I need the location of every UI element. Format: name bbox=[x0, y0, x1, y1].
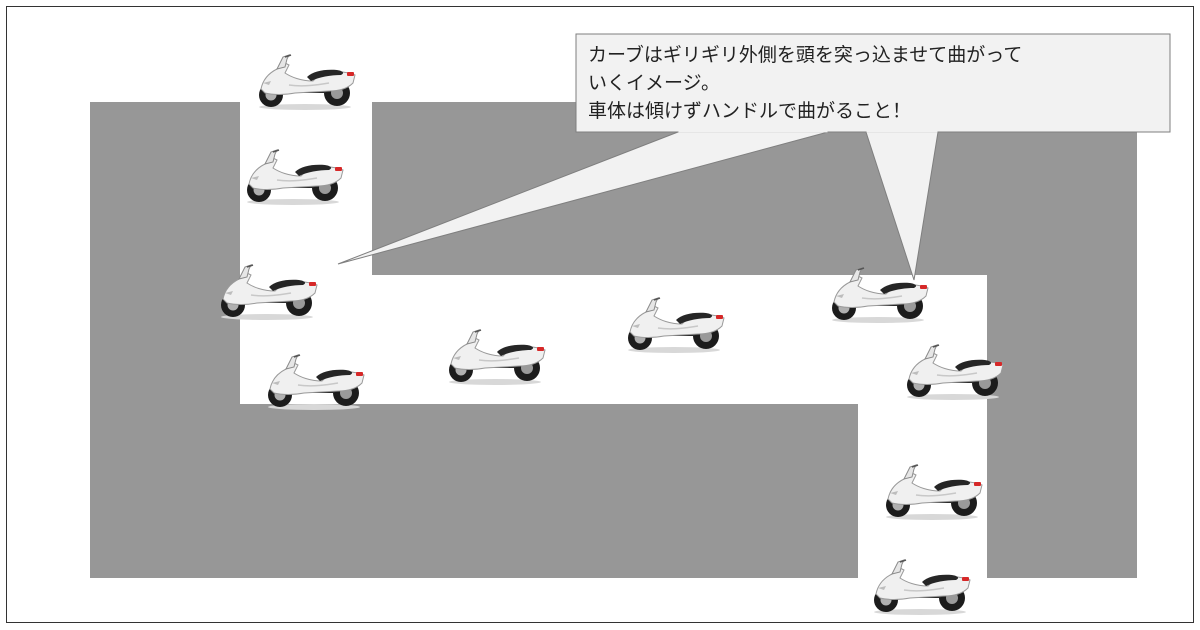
obstacle-right-column bbox=[987, 275, 1137, 578]
callout-box bbox=[575, 33, 1171, 133]
obstacle-left-column bbox=[90, 102, 240, 404]
obstacle-bottom-block bbox=[90, 404, 858, 578]
callout-line-1: カーブはギリギリ外側を頭を突っ込ませて曲がって bbox=[588, 43, 1022, 66]
callout-line-3: 車体は傾けずハンドルで曲がること！ bbox=[588, 100, 911, 122]
callout: カーブはギリギリ外側を頭を突っ込ませて曲がって いくイメージ。 車体は傾けずハン… bbox=[337, 33, 1171, 281]
callout-line-2: いくイメージ。 bbox=[588, 72, 720, 94]
